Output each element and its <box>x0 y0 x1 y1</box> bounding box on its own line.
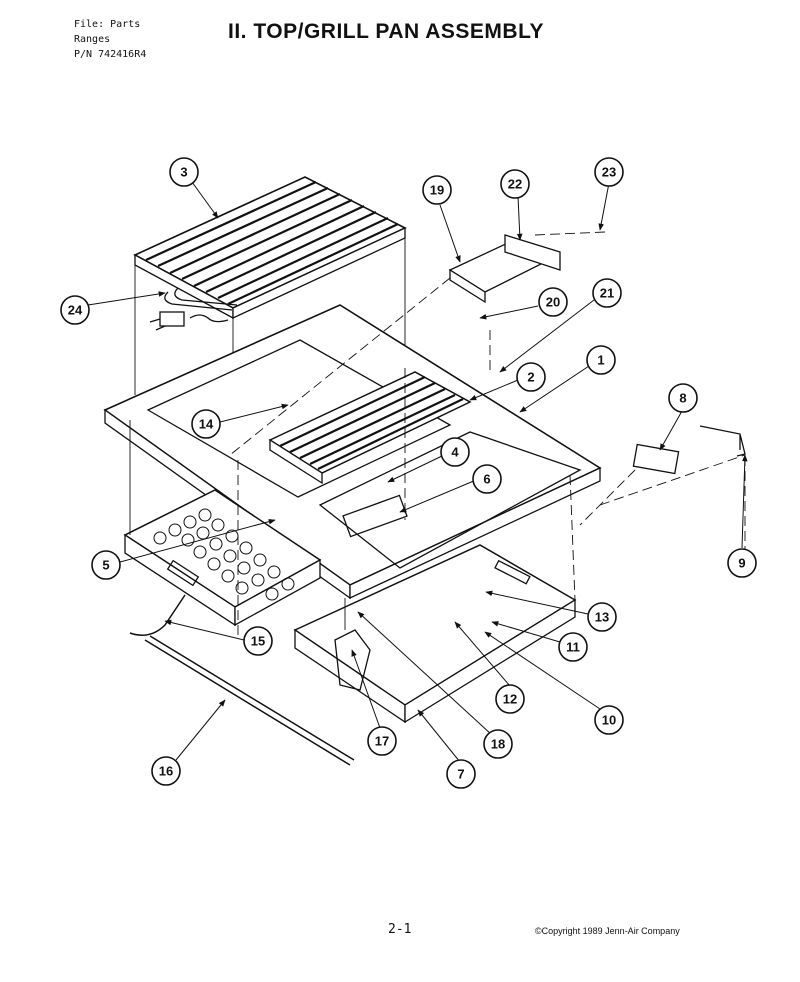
callout-label-23: 23 <box>602 165 616 180</box>
callout-label-9: 9 <box>738 556 745 571</box>
callout-circle-17 <box>367 726 397 756</box>
callout-label-8: 8 <box>679 391 686 406</box>
callout-label-13: 13 <box>595 610 609 625</box>
callout-circle-5 <box>91 550 121 580</box>
callout-label-20: 20 <box>546 295 560 310</box>
callout-circle-20 <box>538 287 568 317</box>
callout-circle-9 <box>727 548 757 578</box>
file-line: File: Parts <box>74 19 141 30</box>
callout-circle-11 <box>558 632 588 662</box>
heating-element <box>149 287 238 331</box>
callout-label-15: 15 <box>251 634 265 649</box>
part-number-line: P/N 742416R4 <box>74 49 147 60</box>
callout-label-17: 17 <box>375 734 389 749</box>
callout-circle-12 <box>495 684 525 714</box>
callout-label-11: 11 <box>566 640 580 655</box>
callout-label-18: 18 <box>491 737 505 752</box>
callout-leaders <box>87 181 748 763</box>
callout-circle-13 <box>587 602 617 632</box>
copyright-notice: ©Copyright 1989 Jenn-Air Company <box>535 926 680 936</box>
callout-circle-2 <box>516 362 546 392</box>
callout-circle-7 <box>446 759 476 789</box>
callout-circle-21 <box>592 278 622 308</box>
callout-label-2: 2 <box>527 370 534 385</box>
drip-pan <box>293 544 577 724</box>
callout-circle-15 <box>243 626 273 656</box>
callout-circle-8 <box>668 383 698 413</box>
control-bracket <box>448 234 561 304</box>
callout-label-3: 3 <box>180 165 187 180</box>
rock-tray <box>123 489 322 627</box>
callout-circle-1 <box>586 345 616 375</box>
callout-label-10: 10 <box>602 713 616 728</box>
callout-label-1: 1 <box>597 353 604 368</box>
callout-circle-10 <box>594 705 624 735</box>
callout-label-14: 14 <box>199 417 214 432</box>
callout-circle-14 <box>191 409 221 439</box>
category-line: Ranges <box>74 34 111 45</box>
callout-circle-22 <box>500 169 530 199</box>
callout-label-5: 5 <box>102 558 109 573</box>
callout-circle-16 <box>151 756 181 786</box>
callout-label-6: 6 <box>483 472 490 487</box>
callout-circle-24 <box>60 295 90 325</box>
callout-label-4: 4 <box>451 445 459 460</box>
callout-label-24: 24 <box>68 303 83 318</box>
callout-circle-6 <box>472 464 502 494</box>
callout-label-7: 7 <box>457 767 464 782</box>
grill-grate-center <box>268 371 472 485</box>
callout-circle-23 <box>594 157 624 187</box>
file-info: File: Parts Ranges P/N 742416R4 <box>74 17 146 62</box>
callout-circle-4 <box>440 437 470 467</box>
callout-circles <box>60 157 757 789</box>
callout-label-19: 19 <box>430 183 444 198</box>
page-number: 2-1 <box>388 922 412 937</box>
page-title: II. TOP/GRILL PAN ASSEMBLY <box>228 20 544 43</box>
callout-circle-19 <box>422 175 452 205</box>
callout-label-12: 12 <box>503 692 517 707</box>
callout-label-16: 16 <box>159 764 173 779</box>
callout-circle-3 <box>169 157 199 187</box>
callout-circle-18 <box>483 729 513 759</box>
callout-label-22: 22 <box>508 177 522 192</box>
assembly-line-art <box>103 176 746 766</box>
callout-label-21: 21 <box>600 286 614 301</box>
